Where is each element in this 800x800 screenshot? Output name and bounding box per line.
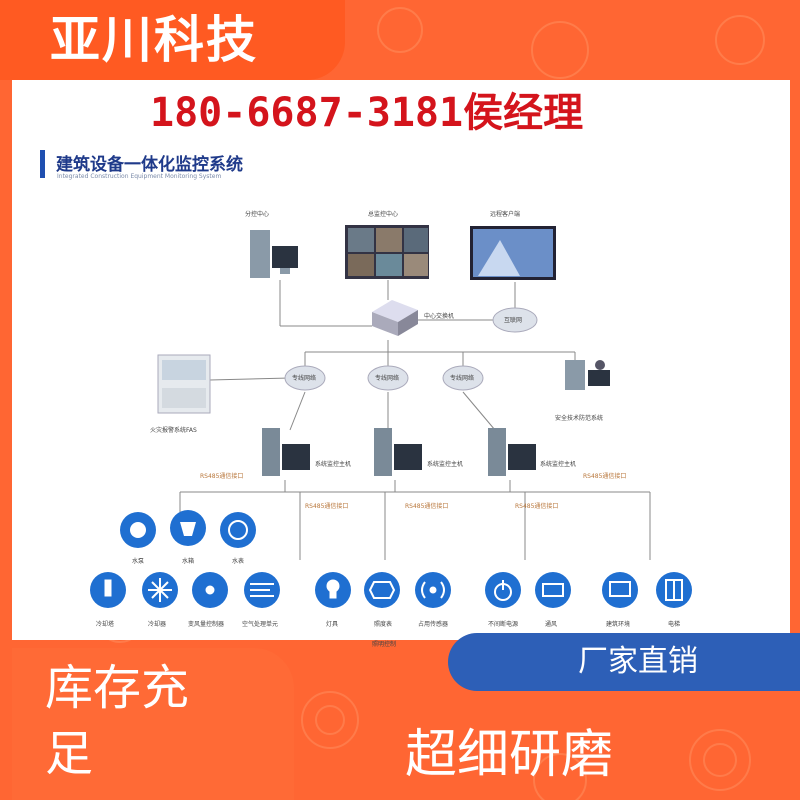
network-cloud-icon-2 — [442, 365, 484, 391]
diagram-subtitle: Integrated Construction Equipment Monito… — [57, 173, 222, 180]
device-label-7: 灯具 — [326, 620, 338, 628]
rs485-label-4: RS485通信接口 — [583, 472, 626, 480]
remote-client-screen-icon — [470, 226, 556, 280]
lighting-group-label: 照明控制 — [372, 640, 396, 648]
device-label-1: 水箱 — [182, 557, 194, 565]
host-label-1: 系统监控主机 — [427, 460, 463, 468]
network-cloud-icon-0 — [284, 365, 326, 391]
fire-alarm-cabinet-icon — [157, 354, 211, 414]
device-label-8: 照度表 — [374, 620, 392, 628]
host-computer-icon-2 — [488, 428, 536, 476]
device-label-10: 不间断电源 — [488, 620, 518, 628]
device-label-13: 电梯 — [668, 620, 680, 628]
factory-direct-badge: 厂家直销 — [448, 633, 800, 691]
center-switch-label: 中心交换机 — [424, 312, 454, 320]
meter-icon — [220, 512, 256, 548]
contact-phone: 180-6687-3181侯经理 — [150, 90, 584, 136]
network-label-1: 专线网络 — [375, 374, 399, 382]
monitor-icon — [602, 572, 638, 608]
vent-icon — [535, 572, 571, 608]
device-label-6: 空气处理单元 — [242, 620, 278, 628]
security-station-icon — [565, 360, 610, 390]
host-computer-icon-0 — [262, 428, 310, 476]
host-computer-icon-1 — [374, 428, 422, 476]
rs485-label-0: RS485通信接口 — [200, 472, 243, 480]
fire-system-label: 火灾报警系统FAS — [150, 426, 197, 434]
top-node-label-1: 总监控中心 — [368, 210, 398, 218]
security-system-label: 安全技术防范系统 — [555, 414, 603, 422]
sub-control-computer-icon — [250, 230, 298, 278]
device-label-5: 变风量控制器 — [188, 620, 224, 628]
stock-badge-text: 库存充足 — [45, 660, 190, 782]
network-cloud-icon-1 — [367, 365, 409, 391]
device-label-12: 建筑环境 — [606, 620, 630, 628]
rs485-label-3: RS485通信接口 — [515, 502, 558, 510]
video-wall-icon — [345, 225, 429, 279]
host-label-2: 系统监控主机 — [540, 460, 576, 468]
diagram-title: 建筑设备一体化监控系统 — [56, 155, 243, 175]
rs485-label-2: RS485通信接口 — [405, 502, 448, 510]
device-label-3: 冷却塔 — [96, 620, 114, 628]
title-accent-bar — [40, 150, 45, 178]
device-label-9: 占用传感器 — [418, 620, 448, 628]
hex-icon — [364, 572, 400, 608]
network-label-0: 专线网络 — [292, 374, 316, 382]
internet-label: 互联网 — [504, 316, 522, 324]
brand-title: 亚川科技 — [0, 0, 345, 80]
ultra-fine-grind-text: 超细研磨 — [405, 725, 614, 785]
internet-cloud-icon — [492, 307, 538, 333]
stock-badge-box — [12, 648, 294, 800]
device-label-0: 水泵 — [132, 557, 144, 565]
center-switch-icon — [372, 300, 418, 336]
device-label-2: 水表 — [232, 557, 244, 565]
network-label-2: 专线网络 — [450, 374, 474, 382]
rs485-label-1: RS485通信接口 — [305, 502, 348, 510]
top-node-label-0: 分控中心 — [245, 210, 269, 218]
host-label-0: 系统监控主机 — [315, 460, 351, 468]
top-node-label-2: 远程客户端 — [490, 210, 520, 218]
device-label-4: 冷却器 — [148, 620, 166, 628]
device-label-11: 通风 — [545, 620, 557, 628]
